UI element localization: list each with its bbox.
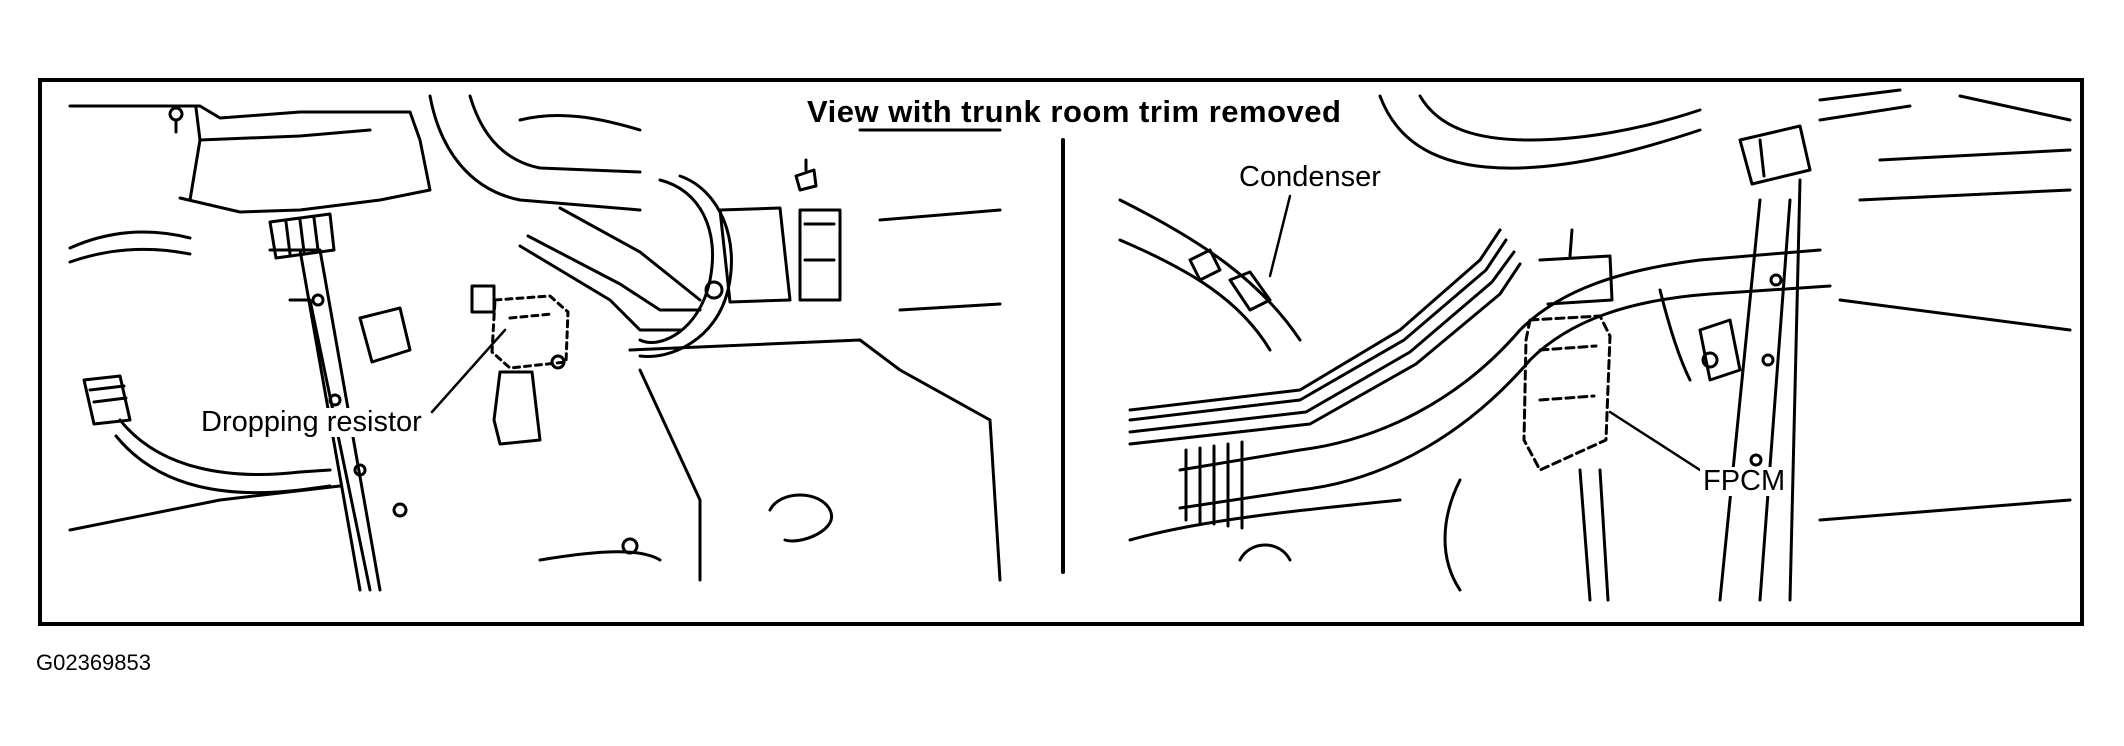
left-view	[68, 94, 1002, 592]
figure-id: G02369853	[36, 650, 151, 675]
fpcm-leader	[1608, 410, 1702, 472]
dropping-resistor-label: Dropping resistor	[198, 408, 425, 437]
condenser-label: Condenser	[1236, 163, 1384, 192]
diagram-title: View with trunk room trim removed	[803, 96, 1346, 127]
dropping-resistor-leader	[430, 328, 507, 414]
right-view	[1118, 88, 2072, 602]
fpcm-label: FPCM	[1700, 467, 1789, 496]
condenser-leader	[1268, 194, 1292, 278]
